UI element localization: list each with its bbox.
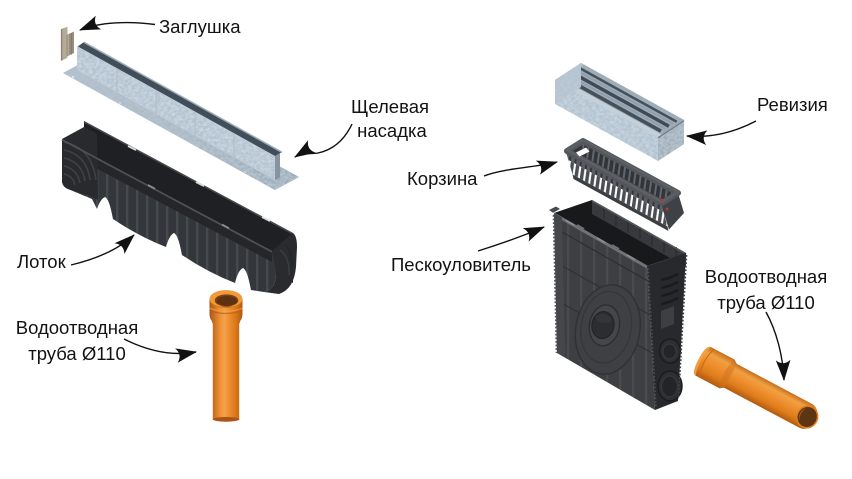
svg-text:Водоотводная: Водоотводная — [16, 317, 138, 338]
svg-text:Ревизия: Ревизия — [757, 94, 828, 115]
svg-text:труба Ø110: труба Ø110 — [717, 292, 815, 313]
svg-text:Пескоуловитель: Пескоуловитель — [391, 254, 531, 275]
svg-text:Заглушка: Заглушка — [159, 16, 241, 37]
svg-text:Лоток: Лоток — [17, 251, 67, 272]
svg-text:Корзина: Корзина — [407, 168, 478, 189]
svg-text:труба Ø110: труба Ø110 — [28, 343, 126, 364]
svg-text:насадка: насадка — [357, 120, 427, 141]
svg-text:Водоотводная: Водоотводная — [705, 266, 827, 287]
svg-text:Щелевая: Щелевая — [351, 96, 429, 117]
